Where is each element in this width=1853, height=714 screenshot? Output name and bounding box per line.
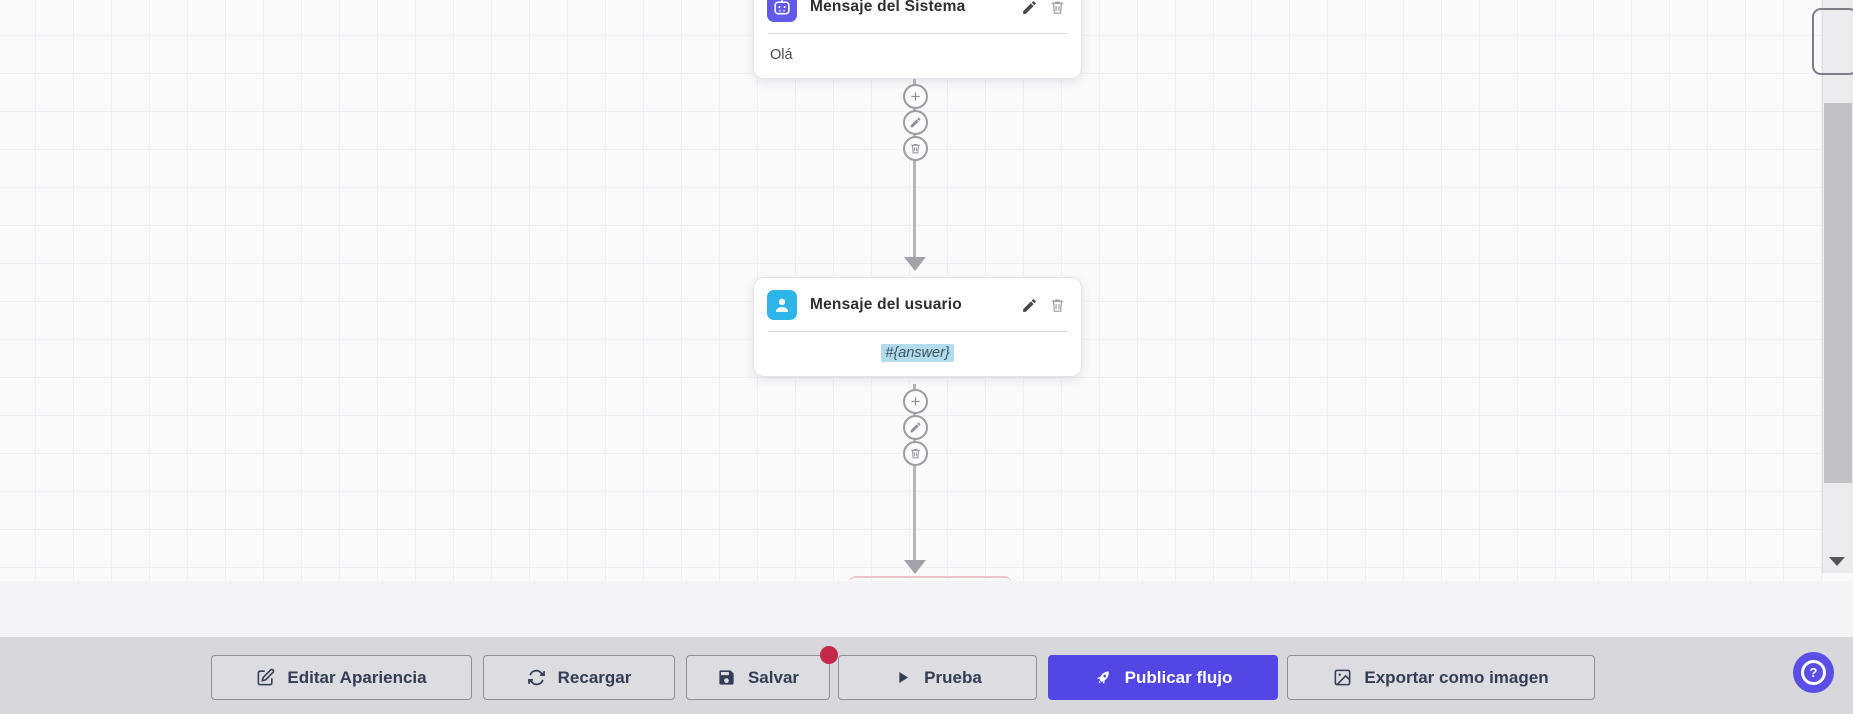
variable-token: #{answer}	[881, 344, 954, 362]
button-label: Editar Apariencia	[287, 667, 427, 687]
question-mark-icon: ?	[1801, 660, 1826, 685]
vertical-scrollbar-thumb[interactable]	[1824, 103, 1852, 483]
node-title: Mensaje del usuario	[810, 296, 962, 313]
refresh-icon	[527, 669, 545, 686]
scrollbar-down-arrow-icon[interactable]	[1829, 557, 1845, 566]
node-title: Mensaje del Sistema	[810, 0, 966, 15]
button-label: Exportar como imagen	[1364, 667, 1549, 687]
add-node-button[interactable]: +	[903, 389, 928, 414]
delete-node-icon[interactable]	[1048, 296, 1066, 314]
canvas-footer-band	[0, 581, 1853, 637]
node-header: Mensaje del Sistema	[754, 0, 1081, 33]
button-label: Recargar	[557, 667, 632, 687]
delete-node-icon[interactable]	[1048, 0, 1066, 16]
export-image-button[interactable]: Exportar como imagen	[1287, 655, 1595, 700]
edit-appearance-icon	[257, 668, 275, 686]
user-icon	[767, 290, 797, 320]
robot-icon	[767, 0, 797, 22]
reload-button[interactable]: Recargar	[483, 655, 675, 700]
delete-connection-button[interactable]	[903, 441, 928, 466]
delete-connection-button[interactable]	[903, 136, 928, 161]
node-body-text: #{answer}	[754, 332, 1081, 376]
save-icon	[719, 670, 734, 685]
button-label: Prueba	[924, 667, 982, 687]
next-node-top-edge	[848, 576, 1012, 584]
button-label: Salvar	[747, 667, 800, 687]
publish-flow-button[interactable]: Publicar flujo	[1048, 655, 1278, 700]
edit-connection-button[interactable]	[903, 110, 928, 135]
node-divider	[768, 331, 1067, 332]
node-system-message[interactable]: Mensaje del Sistema O	[753, 0, 1082, 79]
canvas-corner-panel	[1812, 8, 1853, 75]
node-header: Mensaje del usuario	[754, 278, 1081, 331]
edit-appearance-button[interactable]: Editar Apariencia	[211, 655, 472, 700]
edit-connection-button[interactable]	[903, 415, 928, 440]
arrow-down-icon	[904, 560, 926, 574]
help-button[interactable]: ?	[1793, 652, 1834, 693]
flow-canvas[interactable]: Mensaje del Sistema O	[0, 0, 1853, 581]
unsaved-changes-badge	[820, 646, 838, 664]
image-icon	[1334, 669, 1351, 686]
rocket-icon	[1096, 671, 1109, 685]
edit-node-icon[interactable]	[1020, 296, 1038, 314]
button-label: Publicar flujo	[1124, 667, 1233, 687]
node-divider	[768, 33, 1067, 34]
arrow-down-icon	[904, 257, 926, 271]
connector-line	[913, 384, 916, 560]
node-body-text: Olá	[770, 47, 793, 63]
node-user-message[interactable]: Mensaje del usuario #	[753, 277, 1082, 377]
add-node-button[interactable]: +	[903, 84, 928, 109]
connector-line	[913, 78, 916, 260]
save-button[interactable]: Salvar	[686, 655, 830, 700]
play-icon	[899, 671, 909, 684]
test-button[interactable]: Prueba	[838, 655, 1037, 700]
edit-node-icon[interactable]	[1020, 0, 1038, 16]
